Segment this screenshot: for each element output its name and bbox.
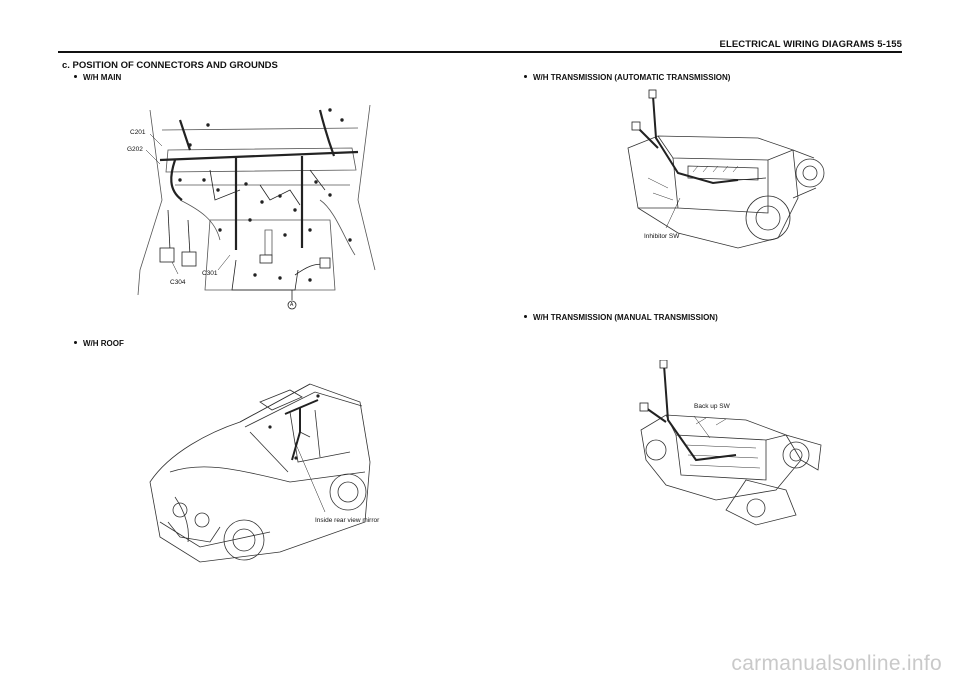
figure-label-manual-text: W/H TRANSMISSION (MANUAL TRANSMISSION) xyxy=(533,313,718,322)
main-harness-diagram xyxy=(120,90,390,320)
figure-label-roof-text: W/H ROOF xyxy=(83,339,124,348)
ground-marker-icon xyxy=(287,300,297,310)
main-harness-drawing xyxy=(137,104,376,310)
section-title: c. POSITION OF CONNECTORS AND GROUNDS xyxy=(62,60,278,71)
manual-transmission-drawing xyxy=(639,360,822,526)
roof-vehicle-diagram xyxy=(140,372,380,572)
callout-inside-rear-view-mirror: Inside rear view mirror xyxy=(315,517,380,524)
figure-label-main-text: W/H MAIN xyxy=(83,73,122,82)
bullet-icon xyxy=(74,341,77,345)
callout-inhibitor-sw: Inhibitor SW xyxy=(644,233,680,240)
watermark-text: carmanualsonline.info xyxy=(731,652,942,675)
callout-c301: C301 xyxy=(202,270,218,277)
callout-g202: G202 xyxy=(127,146,143,153)
bullet-icon xyxy=(74,75,77,79)
figure-label-auto: W/H TRANSMISSION (AUTOMATIC TRANSMISSION… xyxy=(524,73,730,82)
page-header-title: ELECTRICAL WIRING DIAGRAMS 5-155 xyxy=(719,39,902,50)
callout-back-up-sw: Back up SW xyxy=(694,403,730,410)
figure-label-manual: W/H TRANSMISSION (MANUAL TRANSMISSION) xyxy=(524,313,718,322)
bullet-icon xyxy=(524,315,527,319)
vehicle-drawing xyxy=(149,383,371,563)
automatic-transmission-diagram xyxy=(618,88,840,258)
manual-transmission-diagram xyxy=(636,360,836,530)
figure-label-main: W/H MAIN xyxy=(74,73,121,82)
bullet-icon xyxy=(524,75,527,79)
callout-c304: C304 xyxy=(170,279,186,286)
header-rule xyxy=(58,51,902,53)
figure-label-auto-text: W/H TRANSMISSION (AUTOMATIC TRANSMISSION… xyxy=(533,73,731,82)
callout-c201: C201 xyxy=(130,129,146,136)
automatic-transmission-drawing xyxy=(627,89,825,249)
callout-a: A xyxy=(290,302,294,308)
figure-label-roof: W/H ROOF xyxy=(74,339,124,348)
